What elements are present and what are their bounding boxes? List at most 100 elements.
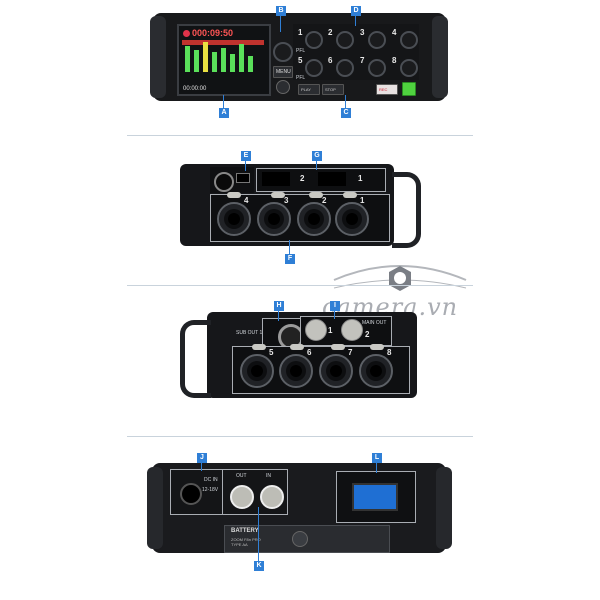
channel-5-knob[interactable]: [305, 59, 323, 77]
left-side-section: 2 1 4 3 2 1 E G F: [0, 136, 600, 284]
timecode-in-label: IN: [266, 473, 271, 479]
xlr-release-tab[interactable]: [370, 344, 384, 350]
headphone-slot-2[interactable]: [262, 172, 290, 186]
channel-7-knob[interactable]: [368, 59, 386, 77]
callout-d-leader: [355, 16, 356, 26]
section-divider: [127, 436, 473, 437]
play-button[interactable]: PLAY: [298, 84, 320, 95]
callout-f: F: [285, 254, 295, 264]
menu-button-label: MENU: [276, 69, 291, 75]
callout-a: A: [219, 108, 229, 118]
right-side-handle: [180, 320, 211, 398]
xlr-release-tab[interactable]: [290, 344, 304, 350]
xlr-release-tab[interactable]: [252, 344, 266, 350]
xlr-number: 7: [348, 348, 353, 357]
main-out-number: 2: [365, 330, 370, 339]
power-indicator-button[interactable]: [402, 82, 416, 96]
watermark-logo-icon: [333, 265, 467, 291]
callout-i: I: [330, 301, 340, 311]
channel-8-knob[interactable]: [400, 59, 418, 77]
callout-b: B: [276, 6, 286, 16]
callout-j: J: [197, 453, 207, 463]
timecode-out-bnc[interactable]: [230, 485, 254, 509]
meter-bar: [185, 46, 190, 72]
xlr-number: 2: [322, 196, 327, 205]
xlr-number: 4: [244, 196, 249, 205]
lcd-screen[interactable]: 000:09:50 00:00:00: [177, 24, 271, 96]
watermark: [330, 258, 470, 318]
power-spec-label: 12-18V: [202, 487, 219, 493]
channel-2-knob[interactable]: [336, 31, 354, 49]
callout-l-leader: [376, 463, 377, 473]
stop-button[interactable]: STOP: [322, 84, 344, 95]
battery-title: BATTERY: [231, 528, 259, 534]
callout-c-leader: [345, 95, 346, 108]
top-view-left-handle: [150, 16, 166, 98]
dc-in-panel: [170, 469, 224, 515]
battery-screw[interactable]: [292, 531, 308, 547]
rec-button[interactable]: REC: [376, 84, 398, 95]
main-out-connector-1[interactable]: [305, 319, 327, 341]
sub-out-label: SUB OUT 1/2: [236, 330, 267, 336]
xlr-release-tab[interactable]: [331, 344, 345, 350]
xlr-release-tab[interactable]: [227, 192, 241, 198]
channel-number: 2: [328, 28, 333, 37]
xlr-input-5[interactable]: [240, 354, 274, 388]
xlr-number: 1: [360, 196, 365, 205]
meter-bar: [230, 54, 235, 72]
channel-number: 3: [360, 28, 365, 37]
channel-number: 5: [298, 56, 303, 65]
callout-h-leader: [278, 311, 279, 321]
channel-4-knob[interactable]: [400, 31, 418, 49]
top-view-section: 000:09:50 00:00:00 MENU 1 2 3 4 5 6 7 8 …: [0, 0, 600, 135]
headphone-volume-knob[interactable]: [273, 42, 293, 62]
play-button-label: PLAY: [301, 87, 311, 92]
channel-pfl-tag: PFL: [296, 48, 306, 54]
screen-channel-strip: [182, 40, 264, 45]
callout-e: E: [241, 151, 251, 161]
channel-number: 1: [298, 28, 303, 37]
main-out-connector-2[interactable]: [341, 319, 363, 341]
headphone-slot-1[interactable]: [318, 172, 346, 186]
callout-a-leader: [223, 95, 224, 108]
xlr-input-7[interactable]: [319, 354, 353, 388]
callout-c: C: [341, 108, 351, 118]
channel-number: 6: [328, 56, 333, 65]
xlr-release-tab[interactable]: [309, 192, 323, 198]
screen-counter: 00:00:00: [183, 86, 207, 92]
back-left-handle: [147, 467, 163, 549]
meter-bar: [203, 42, 208, 72]
meter-bar: [194, 50, 199, 72]
xlr-number: 5: [269, 348, 274, 357]
menu-button[interactable]: MENU: [273, 66, 293, 78]
xlr-input-6[interactable]: [279, 354, 313, 388]
menu-dial[interactable]: [276, 80, 290, 94]
xlr-input-8[interactable]: [359, 354, 393, 388]
xlr-release-tab[interactable]: [343, 192, 357, 198]
callout-b-leader: [280, 16, 281, 32]
xlr-input-2[interactable]: [297, 202, 331, 236]
dc-in-label: DC IN: [204, 477, 218, 483]
xlr-release-tab[interactable]: [271, 192, 285, 198]
xlr-number: 3: [284, 196, 289, 205]
channel-number: 4: [392, 28, 397, 37]
xlr-input-1[interactable]: [335, 202, 369, 236]
accessory-port[interactable]: [352, 483, 398, 511]
headphone-number: 2: [300, 174, 305, 183]
section-divider: [127, 135, 473, 136]
xlr-input-4[interactable]: [217, 202, 251, 236]
timecode-out-label: OUT: [236, 473, 247, 479]
channel-3-knob[interactable]: [368, 31, 386, 49]
xlr-input-3[interactable]: [257, 202, 291, 236]
timecode-in-bnc[interactable]: [260, 485, 284, 509]
side-connector[interactable]: [214, 172, 234, 192]
meter-bar: [221, 48, 226, 72]
meter-bar: [239, 44, 244, 72]
channel-6-knob[interactable]: [336, 59, 354, 77]
callout-j-leader: [201, 463, 202, 471]
dc-in-jack[interactable]: [180, 483, 202, 505]
channel-number: 7: [360, 56, 365, 65]
callout-i-leader: [334, 311, 335, 319]
channel-1-knob[interactable]: [305, 31, 323, 49]
usb-port[interactable]: [236, 173, 250, 183]
